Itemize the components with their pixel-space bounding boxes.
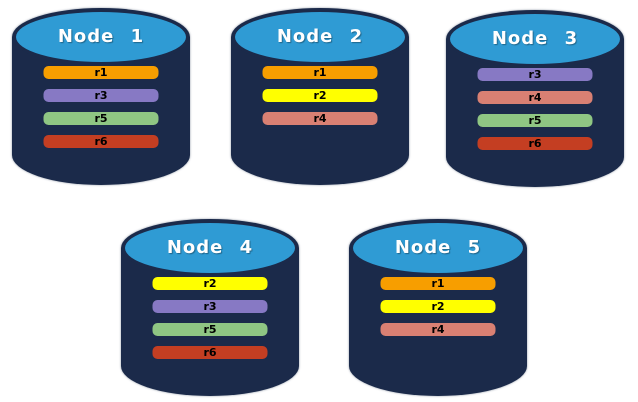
database-node-icon: Node 5 r1 r2 r4 xyxy=(349,219,527,396)
node-label: Node 4 xyxy=(166,236,254,258)
replica-bar: r6 xyxy=(477,137,593,150)
replica-bar: r4 xyxy=(262,112,378,125)
replica-bar-list: r1 r2 r4 xyxy=(380,277,496,336)
cylinder-top xyxy=(231,8,409,66)
replica-bar: r4 xyxy=(477,91,593,104)
node-label: Node 2 xyxy=(276,25,364,47)
replica-bar: r2 xyxy=(380,300,496,313)
database-node-icon: Node 4 r2 r3 r5 r6 xyxy=(121,219,299,396)
cylinder-top xyxy=(121,219,299,277)
replica-bar: r5 xyxy=(477,114,593,127)
node-label: Node 1 xyxy=(57,25,145,47)
cylinder-top xyxy=(349,219,527,277)
replica-bar: r2 xyxy=(262,89,378,102)
replica-bar: r1 xyxy=(43,66,159,79)
replica-bar: r3 xyxy=(152,300,268,313)
replica-bar: r6 xyxy=(152,346,268,359)
node-label: Node 3 xyxy=(491,27,579,49)
replica-bar: r2 xyxy=(152,277,268,290)
replica-bar: r3 xyxy=(43,89,159,102)
replica-bar: r1 xyxy=(262,66,378,79)
cylinder-top xyxy=(12,8,190,66)
database-node-icon: Node 3 r3 r4 r5 r6 xyxy=(446,10,624,187)
replica-bar-list: r1 r3 r5 r6 xyxy=(43,66,159,148)
replica-bar: r5 xyxy=(152,323,268,336)
node-label: Node 5 xyxy=(394,236,482,258)
cylinder-top xyxy=(446,10,624,68)
replica-bar-list: r2 r3 r5 r6 xyxy=(152,277,268,359)
replica-bar: r4 xyxy=(380,323,496,336)
replica-bar-list: r3 r4 r5 r6 xyxy=(477,68,593,150)
replica-bar: r6 xyxy=(43,135,159,148)
replica-bar-list: r1 r2 r4 xyxy=(262,66,378,125)
database-node-icon: Node 1 r1 r3 r5 r6 xyxy=(12,8,190,185)
replica-bar: r1 xyxy=(380,277,496,290)
replica-bar: r3 xyxy=(477,68,593,81)
replica-bar: r5 xyxy=(43,112,159,125)
database-node-icon: Node 2 r1 r2 r4 xyxy=(231,8,409,185)
